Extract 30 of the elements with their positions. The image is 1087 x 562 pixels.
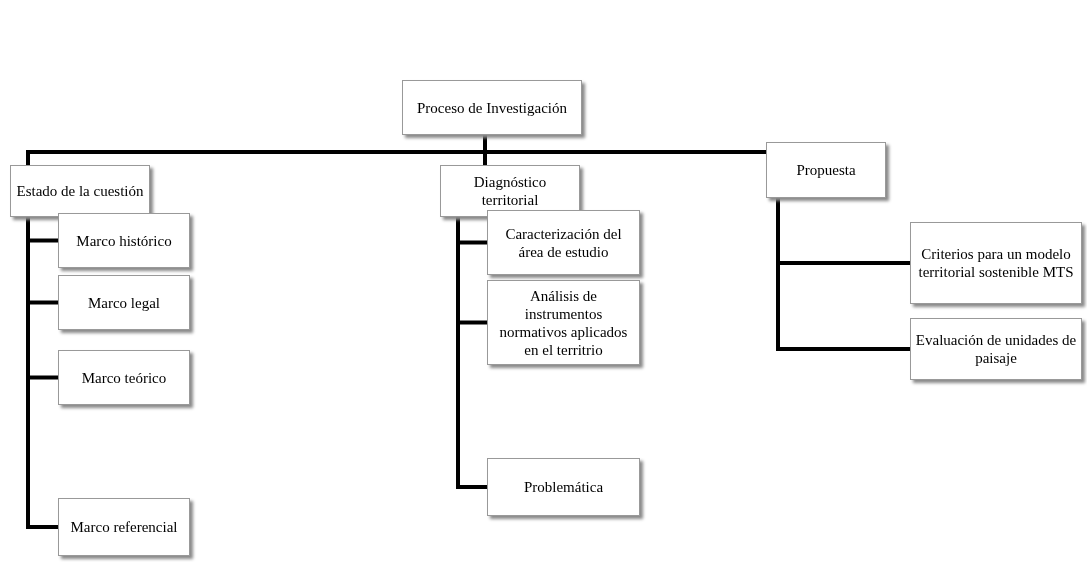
box-label: Propuesta <box>795 161 857 180</box>
connector-line <box>26 217 58 529</box>
connector-line <box>483 135 766 154</box>
box-label: Caracterización del área de estudio <box>504 224 623 262</box>
box-label: Proceso de Investigación <box>416 98 568 118</box>
box-label: Marco teórico <box>80 368 168 388</box>
text-box <box>10 165 150 217</box>
box-label: Marco referencial <box>69 518 179 537</box>
text-box <box>766 142 886 198</box>
text-box <box>402 80 582 135</box>
box-label: Marco histórico <box>75 231 173 251</box>
text-box <box>487 210 640 275</box>
box-label: Marco legal <box>86 293 162 313</box>
box-label: Criterios para un modelo territorial sostenible MTS <box>917 245 1075 282</box>
text-box <box>58 275 190 330</box>
box-label: Diagnóstico territorial <box>472 173 548 210</box>
connector-line <box>776 198 910 351</box>
box-label: Análisis de instrumentos normativos aplicados en el territrio <box>498 286 629 360</box>
text-box <box>58 498 190 556</box>
text-box <box>910 318 1082 380</box>
box-label: Problemática <box>522 478 605 497</box>
text-box <box>58 213 190 268</box>
text-box <box>487 458 640 516</box>
box-label: Estado de la cuestión <box>15 182 145 201</box>
text-box <box>58 350 190 405</box>
text-box <box>440 165 580 217</box>
box-label: Evaluación de unidades de paisaje <box>914 331 1078 368</box>
text-box <box>487 280 640 365</box>
text-box <box>910 222 1082 304</box>
connector-line <box>456 217 487 489</box>
